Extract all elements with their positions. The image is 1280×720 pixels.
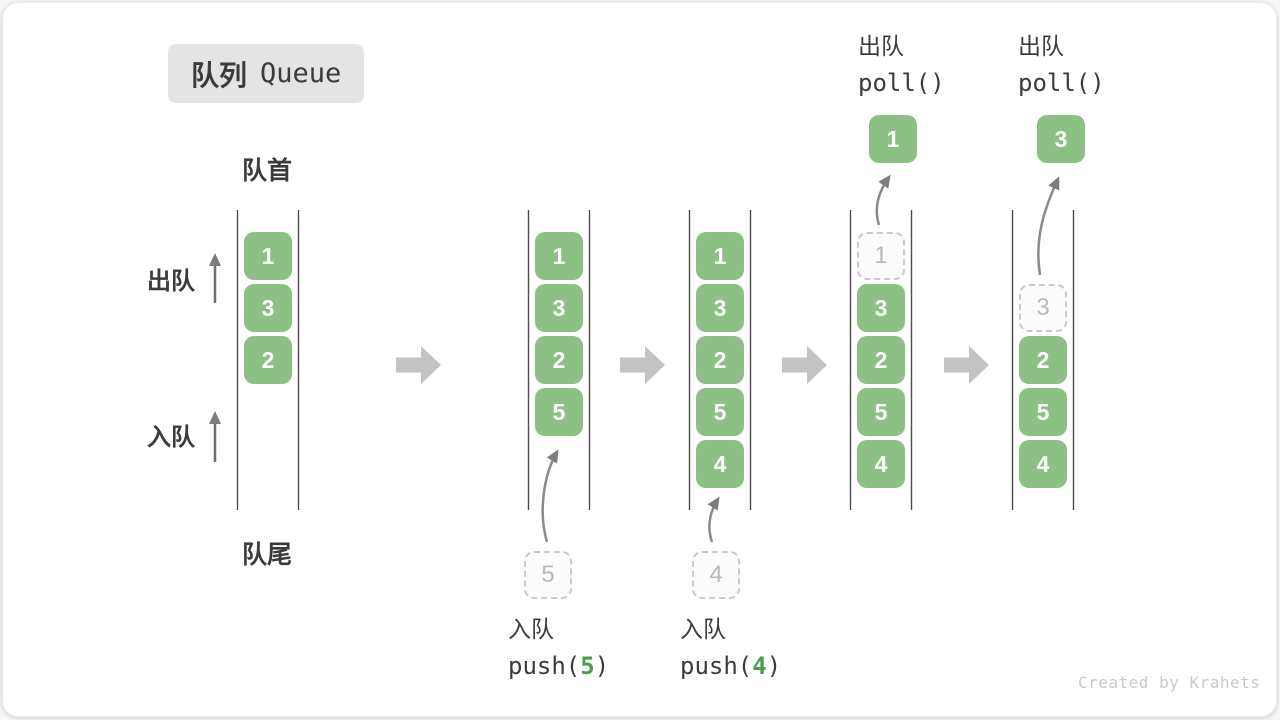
title-en: Queue (260, 58, 342, 89)
incoming-item-ghost: 4 (692, 551, 740, 599)
dequeue-1-arrow (875, 174, 891, 226)
queue-item: 4 (1019, 440, 1067, 488)
enqueue-4-arrow (707, 496, 720, 543)
op-code: push(4) (680, 647, 781, 685)
op-fn-close: ) (594, 652, 610, 680)
queue-item: 4 (857, 440, 905, 488)
queue-item: 2 (696, 336, 744, 384)
queue-item: 2 (244, 336, 292, 384)
queue-item: 3 (244, 284, 292, 332)
queue-item: 5 (1019, 388, 1067, 436)
dequeued-item: 3 (1037, 115, 1085, 163)
removed-item-ghost: 1 (857, 232, 905, 280)
op-name: 出队 (1018, 33, 1064, 59)
queue-item: 2 (1019, 336, 1067, 384)
queue-rear-label: 队尾 (242, 541, 293, 569)
queue-item: 3 (857, 284, 905, 332)
dequeue-side-label: 出队 (147, 268, 195, 295)
op-fn-close: ) (766, 652, 782, 680)
queue-item: 3 (696, 284, 744, 332)
op-arg: 4 (752, 652, 767, 680)
queue-item: 1 (696, 232, 744, 280)
op-name: 入队 (508, 616, 554, 642)
incoming-item-ghost: 5 (524, 551, 572, 599)
queue-item: 4 (696, 440, 744, 488)
op-name: 出队 (858, 33, 904, 59)
title-cn: 队列 (191, 59, 248, 91)
enqueue-side-label: 入队 (147, 424, 195, 451)
queue-item: 5 (696, 388, 744, 436)
dequeue-op-label: 出队 poll() (858, 28, 945, 102)
queue-item: 2 (535, 336, 583, 384)
queue-item: 2 (857, 336, 905, 384)
op-fn-open: push( (508, 652, 581, 680)
op-code: push(5) (508, 647, 609, 685)
dequeue-op-label: 出队 poll() (1018, 28, 1105, 102)
enqueue-op-label: 入队 push(4) (680, 611, 781, 685)
state-flow-arrow-icon (782, 346, 827, 384)
queue-item: 5 (857, 388, 905, 436)
enqueue-op-label: 入队 push(5) (508, 611, 609, 685)
enqueue-5-arrow (541, 449, 559, 543)
op-arg: 5 (580, 652, 595, 680)
dequeue-3-arrow (1037, 176, 1060, 276)
dequeued-item: 1 (869, 115, 917, 163)
state-flow-arrow-icon (396, 346, 441, 384)
state-flow-arrow-icon (620, 346, 665, 384)
watermark: Created by Krahets (1078, 673, 1261, 692)
op-code: poll() (858, 69, 945, 97)
removed-item-ghost: 3 (1019, 284, 1067, 332)
queue-item: 3 (535, 284, 583, 332)
title-badge: 队列 Queue (168, 44, 365, 103)
queue-container-walls (236, 210, 1075, 510)
queue-front-label: 队首 (242, 157, 293, 185)
op-code: poll() (1018, 69, 1105, 97)
op-name: 入队 (680, 616, 726, 642)
state-flow-arrow-icon (944, 346, 989, 384)
queue-item: 5 (535, 388, 583, 436)
op-fn-open: push( (680, 652, 753, 680)
queue-item: 1 (244, 232, 292, 280)
queue-item: 1 (535, 232, 583, 280)
